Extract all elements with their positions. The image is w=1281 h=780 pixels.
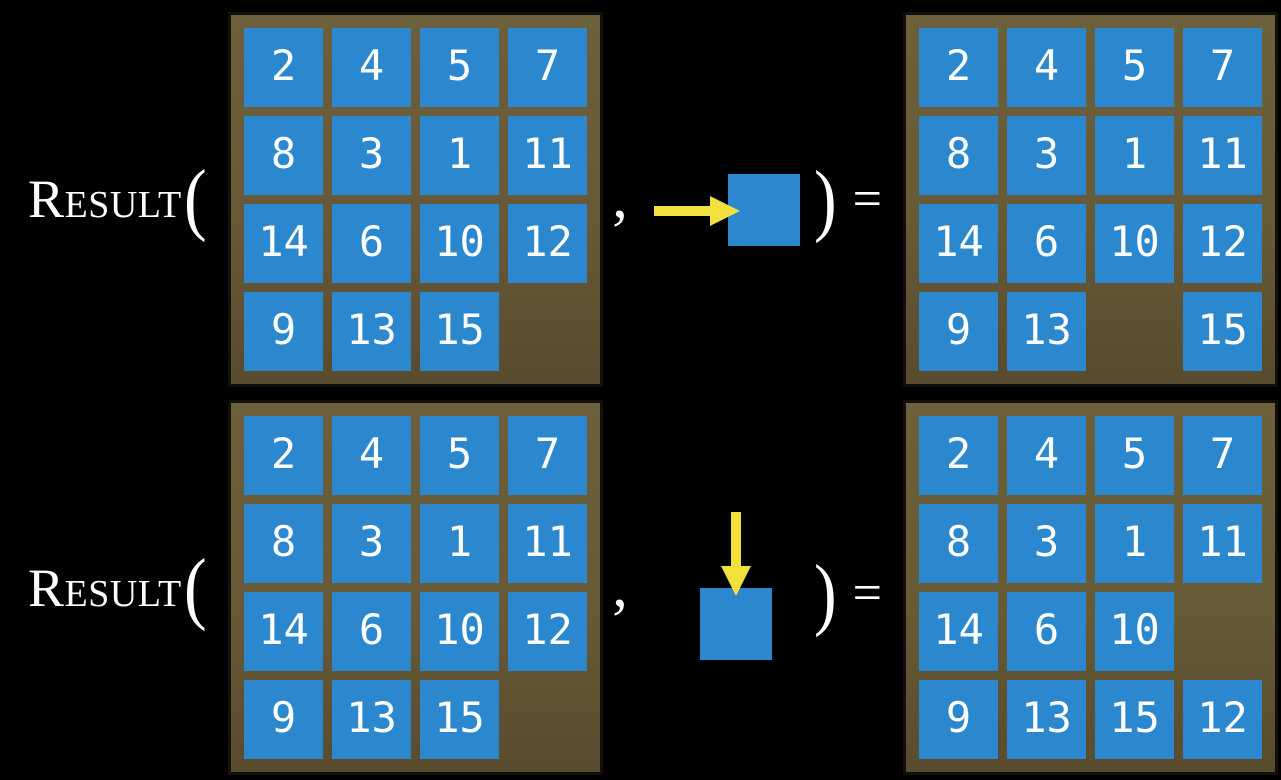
puzzle-tile-5: 5 — [1095, 416, 1174, 495]
puzzle-tile-7: 7 — [508, 28, 587, 107]
puzzle-tile-3: 3 — [332, 116, 411, 195]
close-paren-equals: ) = — [812, 155, 882, 245]
puzzle-tile-8: 8 — [919, 116, 998, 195]
comma-separator: , — [612, 552, 628, 620]
puzzle-tile-7: 7 — [1183, 28, 1262, 107]
puzzle-tile-12: 12 — [1183, 680, 1262, 759]
puzzle-tile-1: 1 — [1095, 116, 1174, 195]
puzzle-tile-4: 4 — [332, 28, 411, 107]
function-name-text: Result — [28, 169, 182, 229]
function-name-text: Result — [28, 558, 182, 618]
action-blank-square — [700, 588, 772, 660]
puzzle-tile-14: 14 — [919, 204, 998, 283]
puzzle-tile-7: 7 — [1183, 416, 1262, 495]
puzzle-tile-9: 9 — [919, 680, 998, 759]
equals-sign: = — [852, 171, 882, 228]
puzzle-tile-9: 9 — [244, 292, 323, 371]
puzzle-tile-12: 12 — [508, 204, 587, 283]
puzzle-tile-13: 13 — [1007, 680, 1086, 759]
puzzle-tile-13: 13 — [332, 292, 411, 371]
puzzle-tile-3: 3 — [332, 504, 411, 583]
puzzle-tile-7: 7 — [508, 416, 587, 495]
puzzle-tile-11: 11 — [1183, 116, 1262, 195]
puzzle-tile-4: 4 — [1007, 28, 1086, 107]
puzzle-tile-4: 4 — [1007, 416, 1086, 495]
comma-separator: , — [612, 163, 628, 231]
puzzle-tile-3: 3 — [1007, 504, 1086, 583]
puzzle-tile-2: 2 — [244, 416, 323, 495]
puzzle-tile-11: 11 — [508, 116, 587, 195]
puzzle-tile-1: 1 — [420, 116, 499, 195]
puzzle-tile-14: 14 — [919, 592, 998, 671]
open-paren: ( — [183, 155, 207, 243]
puzzle-tile-3: 3 — [1007, 116, 1086, 195]
puzzle-tile-12: 12 — [508, 592, 587, 671]
equals-sign: = — [852, 565, 882, 622]
puzzle-tile-13: 13 — [1007, 292, 1086, 371]
action-blank-square — [728, 174, 800, 246]
puzzle-tile-6: 6 — [332, 592, 411, 671]
close-paren: ) — [813, 156, 837, 244]
puzzle-tile-10: 10 — [420, 204, 499, 283]
puzzle-tile-5: 5 — [420, 28, 499, 107]
empty-cell — [1183, 592, 1262, 671]
puzzle-tile-5: 5 — [420, 416, 499, 495]
puzzle-tile-9: 9 — [244, 680, 323, 759]
puzzle-tile-14: 14 — [244, 204, 323, 283]
puzzle-tile-1: 1 — [1095, 504, 1174, 583]
puzzle-tile-6: 6 — [1007, 592, 1086, 671]
puzzle-tile-6: 6 — [332, 204, 411, 283]
puzzle-tile-11: 11 — [1183, 504, 1262, 583]
result-function-label: Result ( — [28, 543, 208, 633]
puzzle-tile-9: 9 — [919, 292, 998, 371]
puzzle-tile-10: 10 — [1095, 204, 1174, 283]
close-paren-equals: ) = — [812, 549, 882, 639]
puzzle-tile-4: 4 — [332, 416, 411, 495]
puzzle-tile-1: 1 — [420, 504, 499, 583]
puzzle-tile-8: 8 — [244, 504, 323, 583]
empty-cell — [508, 680, 587, 759]
puzzle-tile-15: 15 — [1183, 292, 1262, 371]
puzzle-tile-10: 10 — [1095, 592, 1174, 671]
puzzle-tile-11: 11 — [508, 504, 587, 583]
puzzle-tile-13: 13 — [332, 680, 411, 759]
puzzle-tile-15: 15 — [420, 292, 499, 371]
puzzle-tile-8: 8 — [919, 504, 998, 583]
puzzle-tile-2: 2 — [919, 28, 998, 107]
result-function-label: Result ( — [28, 154, 208, 244]
puzzle-tile-6: 6 — [1007, 204, 1086, 283]
puzzle-tile-2: 2 — [919, 416, 998, 495]
puzzle-tile-15: 15 — [420, 680, 499, 759]
open-paren: ( — [183, 544, 207, 632]
puzzle-tile-12: 12 — [1183, 204, 1262, 283]
puzzle-tile-2: 2 — [244, 28, 323, 107]
puzzle-tile-15: 15 — [1095, 680, 1174, 759]
down-arrow-icon — [721, 512, 751, 596]
puzzle-tile-8: 8 — [244, 116, 323, 195]
close-paren: ) — [813, 550, 837, 638]
puzzle-tile-5: 5 — [1095, 28, 1174, 107]
right-arrow-icon — [654, 196, 740, 226]
puzzle-tile-10: 10 — [420, 592, 499, 671]
puzzle-tile-14: 14 — [244, 592, 323, 671]
